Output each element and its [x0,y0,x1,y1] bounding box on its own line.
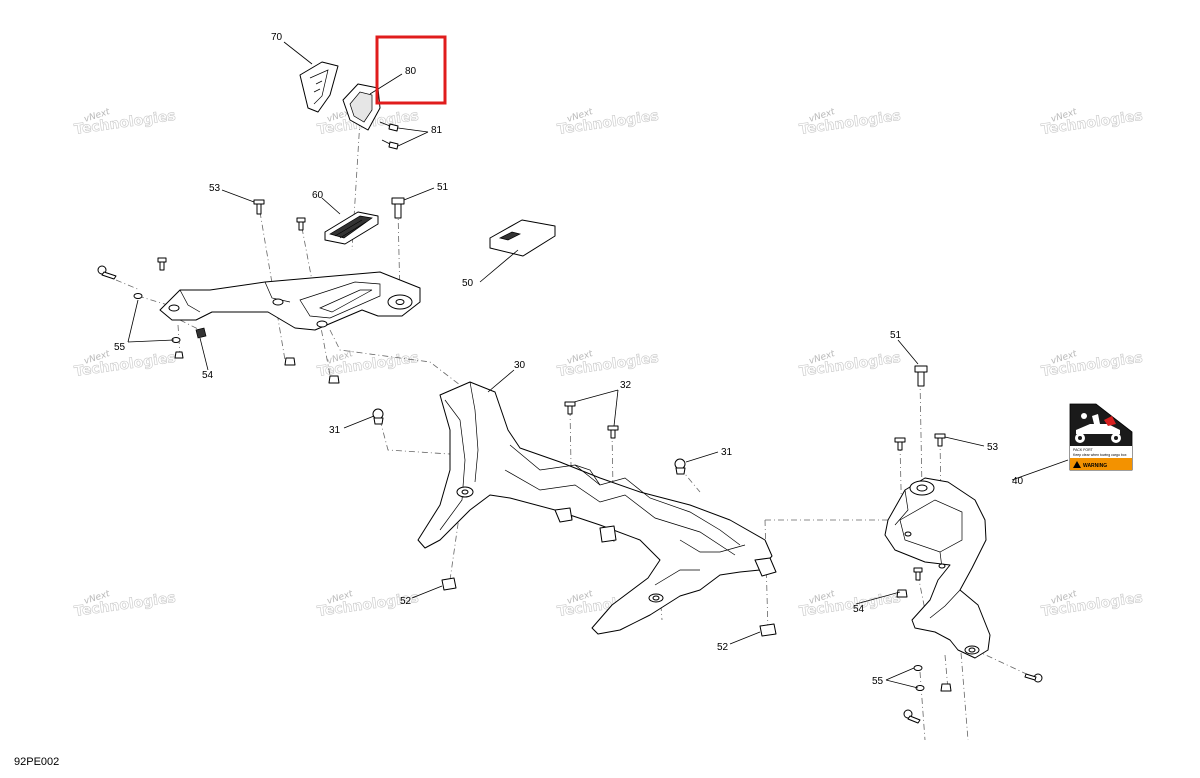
part-81-screws [379,121,399,150]
callout-52: 52 [717,642,729,653]
watermark: vNext Technologies [73,107,177,138]
screw-32-b [607,425,619,439]
callout-54: 54 [853,604,865,615]
callout-31: 31 [721,447,733,458]
part-50-decal [489,219,556,257]
callout-81: 81 [431,125,443,136]
nut-54-right [896,589,908,598]
atv-pictogram-icon [1075,413,1121,443]
washer-55-right [913,665,952,692]
nut-31-left [372,408,384,425]
watermark: vNext Technologies [798,107,902,138]
upper-bracket [159,271,421,331]
watermark: vNext Technologies [73,349,177,380]
nut-31-right [674,458,686,475]
part-60-pad [324,211,379,245]
callout-40: 40 [1012,476,1024,487]
screw-53-right-a [894,437,906,451]
screw-60-pin [296,217,306,231]
nut-lower-mid [284,357,340,384]
svg-text:Keep clear when towing cargo b: Keep clear when towing cargo box [1073,453,1127,457]
callout-52: 52 [400,596,412,607]
watermark: vNext Technologies [1040,589,1144,620]
callout-51: 51 [437,182,449,193]
callout-55: 55 [114,342,126,353]
screw-54-right [913,567,923,581]
callout-50: 50 [462,278,474,289]
screw-left-1 [97,265,117,280]
watermark: vNext Technologies [1040,107,1144,138]
svg-text:WARNING: WARNING [1083,463,1107,469]
callout-53: 53 [987,442,999,453]
highlight-box [375,35,447,105]
part-70-handle [299,61,339,113]
upper-hardware [97,197,405,384]
callout-54: 54 [202,370,214,381]
part-30-frame [417,381,777,635]
warning-triangle-icon [1073,461,1081,468]
callout-31: 31 [329,425,341,436]
screw-53-right-b [934,433,946,447]
callout-labels: 70 80 81 53 60 51 50 55 54 30 32 31 31 5… [114,32,1024,687]
watermark: vNext Technologies [73,589,177,620]
callout-32: 32 [620,380,632,391]
part-80-cover [342,83,381,131]
leader-lines [127,41,1069,689]
screw-51 [391,197,405,219]
drawing-code: 92PE002 [14,756,60,768]
nut-52-right [759,623,777,637]
callout-51: 51 [890,330,902,341]
callout-55: 55 [872,676,884,687]
warning-decal: PACK FORT Keep clear when towing cargo b… [1069,403,1133,471]
callout-53: 53 [209,183,221,194]
watermark: vNext Technologies [556,349,660,380]
callout-70: 70 [271,32,283,43]
washer-55 [133,293,184,359]
watermark: vNext Technologies [556,107,660,138]
screw-32-a [564,401,576,415]
watermark: vNext Technologies [798,589,902,620]
screw-53 [253,199,265,215]
svg-text:PACK FORT: PACK FORT [1073,448,1094,452]
watermark: vNext Technologies [798,349,902,380]
watermark: vNext Technologies [316,349,420,380]
screw-55-right-low [903,709,921,724]
nut-52-left [441,577,457,591]
nut-54 [195,327,207,339]
screw-right-end [1024,673,1043,683]
screw-51-right [914,365,928,387]
screw-left-2 [157,257,167,271]
callout-30: 30 [514,360,526,371]
part-40-bracket [884,477,991,659]
callout-80: 80 [405,66,417,77]
mid-hardware [372,401,777,637]
watermark: vNext Technologies [1040,349,1144,380]
assembly-lines [103,119,1036,741]
callout-60: 60 [312,190,324,201]
